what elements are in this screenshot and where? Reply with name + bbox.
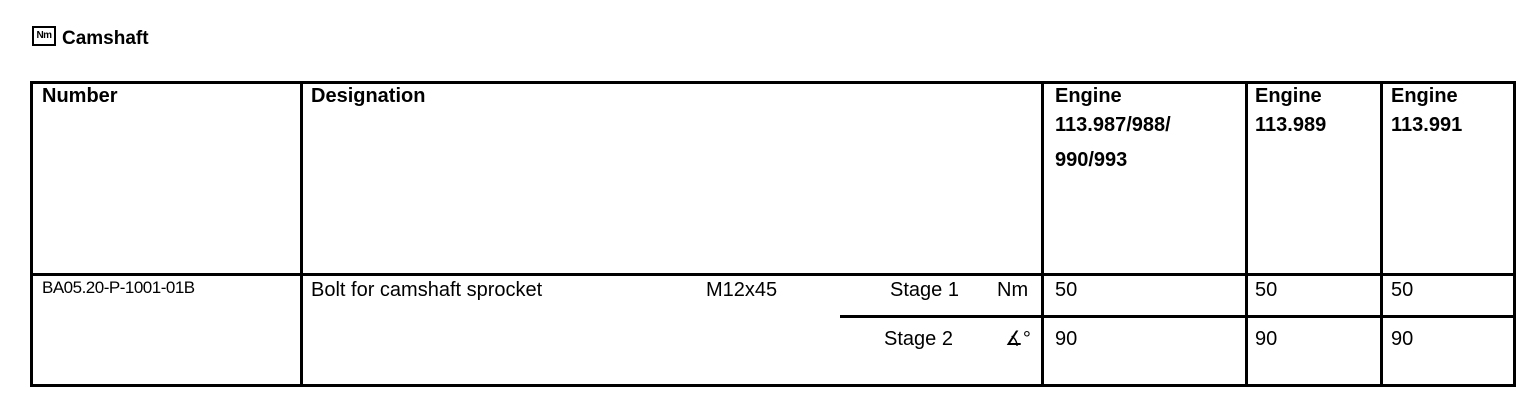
section-heading: Nm Camshaft	[32, 24, 149, 54]
col-divider	[300, 84, 303, 384]
header-designation: Designation	[311, 85, 426, 107]
header-engine-a-line1: Engine	[1055, 85, 1122, 107]
torque-nm-icon: Nm	[32, 26, 56, 46]
col-divider	[1380, 84, 1383, 384]
stage-2-value-engine-c: 90	[1391, 328, 1414, 350]
header-engine-b-line1: Engine	[1255, 85, 1322, 107]
header-engine-a-line2: 113.987/988/	[1055, 114, 1171, 136]
stage-1-value-engine-b: 50	[1255, 279, 1278, 301]
stage-1-unit: Nm	[997, 279, 1029, 301]
section-title: Camshaft	[62, 28, 149, 49]
designation-text: Bolt for camshaft sprocket	[311, 279, 543, 301]
col-divider	[1245, 84, 1248, 384]
bolt-size: M12x45	[706, 279, 778, 301]
torque-table: Number Designation Engine 113.987/988/ 9…	[30, 81, 1516, 387]
header-engine-c-line2: 113.991	[1391, 114, 1463, 136]
stage-1-label: Stage 1	[890, 279, 959, 301]
part-number: BA05.20-P-1001-01B	[42, 278, 195, 297]
header-number: Number	[42, 85, 118, 107]
header-engine-c-line1: Engine	[1391, 85, 1458, 107]
col-divider	[1041, 84, 1044, 384]
header-engine-b-line2: 113.989	[1255, 114, 1327, 136]
stage-2-label: Stage 2	[884, 328, 953, 350]
stage-1-value-engine-a: 50	[1055, 279, 1078, 301]
header-divider	[33, 273, 1513, 276]
stage-2-value-engine-b: 90	[1255, 328, 1278, 350]
header-engine-a-line3: 990/993	[1055, 149, 1128, 171]
stage-2-value-engine-a: 90	[1055, 328, 1078, 350]
stage-1-value-engine-c: 50	[1391, 279, 1414, 301]
stage-2-angle-unit-icon: ∡°	[1005, 328, 1031, 350]
stage-divider	[840, 315, 1513, 318]
